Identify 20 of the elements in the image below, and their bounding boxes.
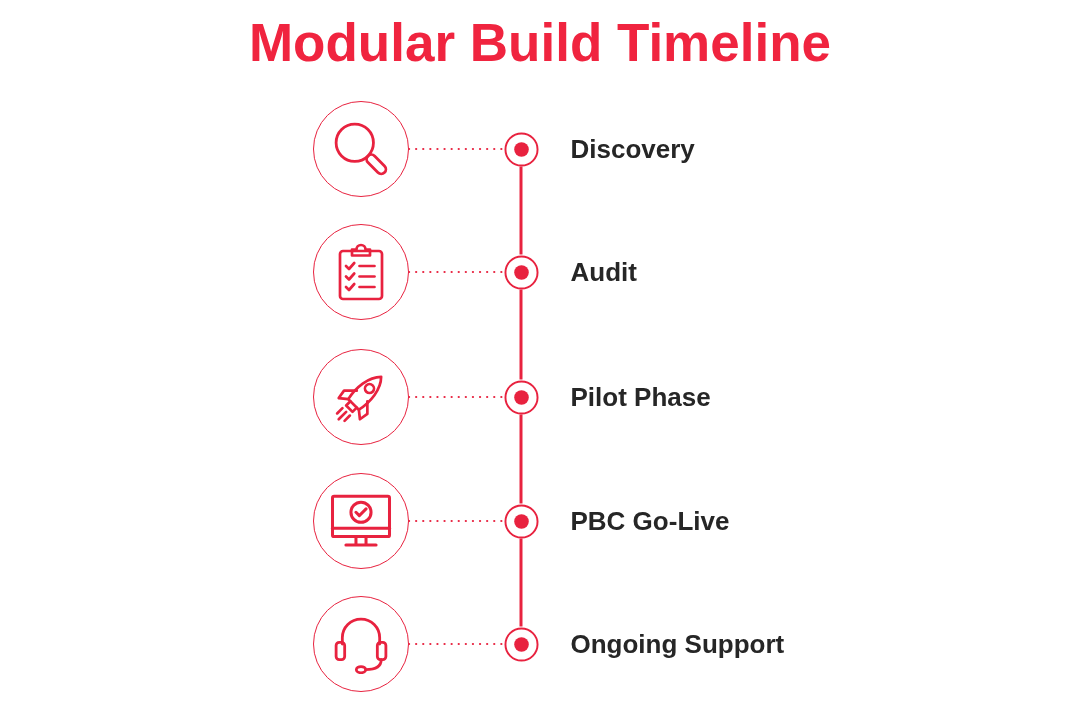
step-label: Discovery [570, 136, 695, 162]
dotted-connector [407, 395, 505, 399]
timeline-marker [503, 626, 539, 662]
timeline-marker [503, 254, 539, 290]
timeline-marker [503, 379, 539, 415]
dotted-connector [407, 270, 505, 274]
timeline-marker [503, 503, 539, 539]
dotted-connector [407, 519, 505, 523]
step-label: Ongoing Support [570, 631, 785, 657]
timeline-line [519, 166, 523, 255]
timeline-line [519, 414, 523, 504]
dotted-connector [407, 642, 505, 646]
timeline-line [519, 289, 523, 380]
title: Modular Build Timeline [248, 16, 832, 69]
step-label: Pilot Phase [570, 384, 711, 410]
timeline-line [519, 538, 523, 627]
timeline-marker [503, 131, 539, 167]
step-label: PBC Go-Live [570, 508, 730, 534]
dotted-connector [407, 147, 505, 151]
step-label: Audit [570, 259, 637, 285]
